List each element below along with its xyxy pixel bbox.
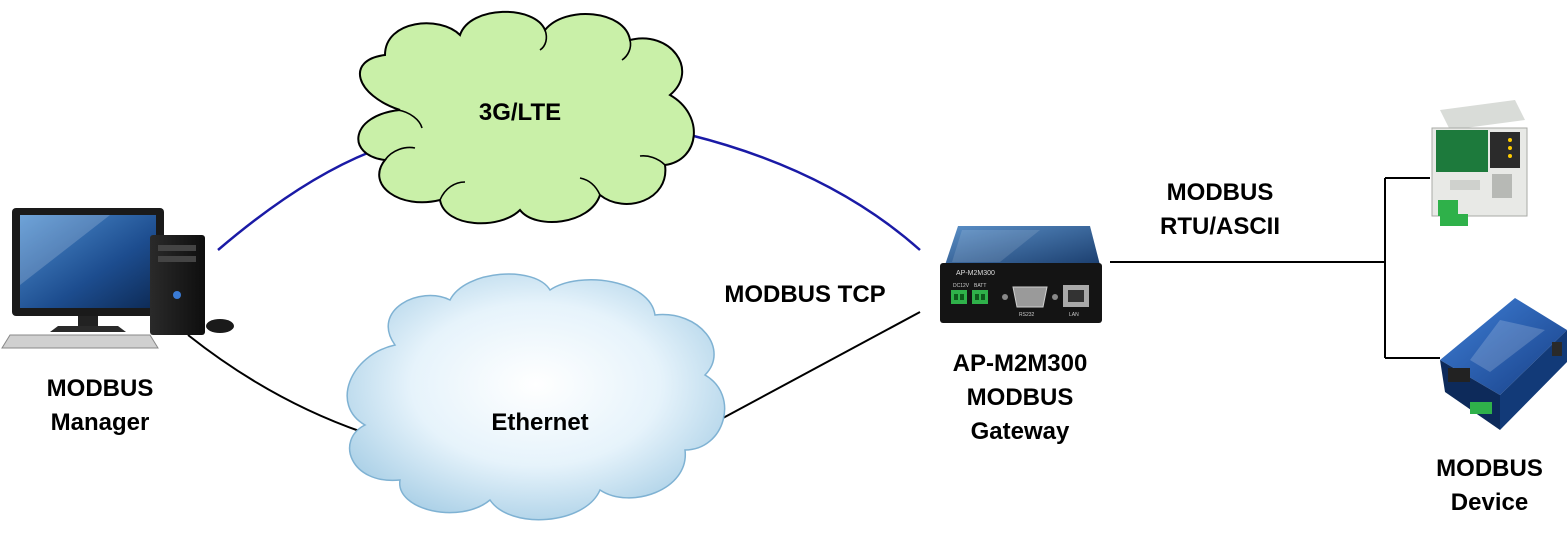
cloud-ethernet-label: Ethernet bbox=[491, 409, 589, 436]
device-label: MODBUS Device bbox=[1412, 452, 1567, 520]
port-label-rs232: RS232 bbox=[1019, 312, 1035, 318]
modbus-tcp-label: MODBUS TCP bbox=[724, 281, 886, 308]
wired-link-right bbox=[709, 311, 921, 426]
cloud-3g-lte bbox=[357, 10, 695, 225]
device-label-line2: Device bbox=[1450, 489, 1529, 516]
gateway-model-tag: AP-M2M300 bbox=[956, 270, 995, 277]
manager-label: MODBUS Manager bbox=[10, 372, 190, 440]
manager-label-line2: Manager bbox=[50, 409, 150, 436]
wired-link-left bbox=[187, 334, 363, 433]
din-rail-device-icon bbox=[1431, 100, 1528, 226]
cloud-ethernet bbox=[346, 273, 726, 521]
rtu-ascii-label-line2: RTU/ASCII bbox=[1160, 213, 1280, 240]
gateway-label-line2: MODBUS bbox=[966, 384, 1074, 411]
gateway-label-line3: Gateway bbox=[970, 418, 1070, 445]
gateway-label: AP-M2M300 MODBUS Gateway bbox=[935, 347, 1105, 449]
cloud-3g-lte-label: 3G/LTE bbox=[478, 99, 562, 126]
gateway-device-icon: AP-M2M300 DC12V BATT RS232 LAN bbox=[940, 226, 1102, 323]
manager-label-line1: MODBUS bbox=[46, 375, 154, 402]
wireless-link-right bbox=[689, 133, 921, 251]
serial-server-device-icon bbox=[1440, 298, 1567, 430]
rtu-ascii-label-line1: MODBUS bbox=[1166, 179, 1274, 206]
wireless-link-left bbox=[217, 150, 371, 251]
gateway-label-line1: AP-M2M300 bbox=[952, 350, 1088, 377]
port-label-batt: BATT bbox=[974, 283, 986, 289]
port-label-dc12v: DC12V bbox=[953, 283, 970, 289]
device-label-line1: MODBUS bbox=[1436, 455, 1543, 482]
rtu-ascii-label: MODBUS RTU/ASCII bbox=[1150, 176, 1290, 244]
computer-icon bbox=[1, 208, 234, 349]
port-label-lan: LAN bbox=[1069, 312, 1079, 318]
